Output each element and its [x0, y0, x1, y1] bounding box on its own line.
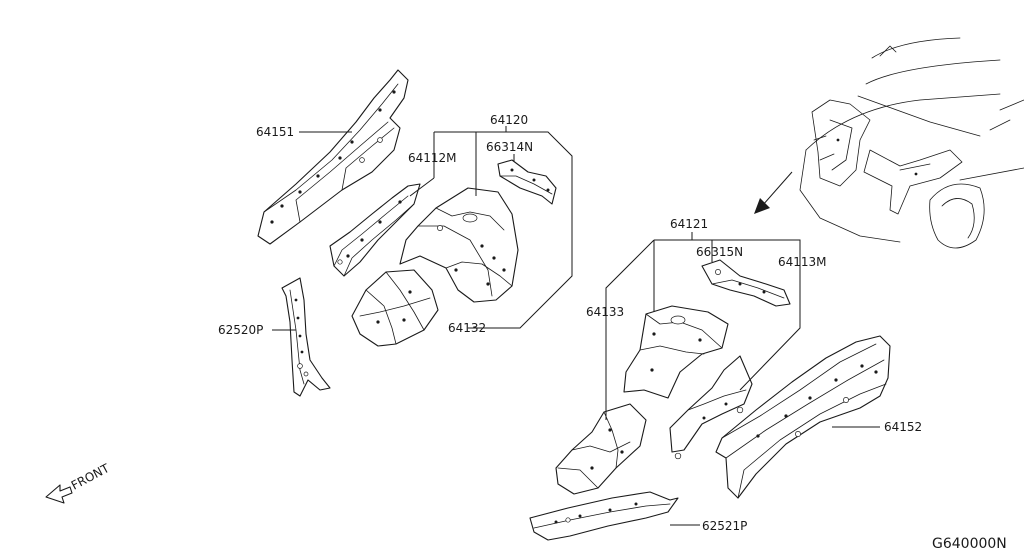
part-64133 [555, 305, 753, 495]
front-label: FRONT [69, 461, 112, 493]
label-66314N: 66314N [486, 140, 533, 154]
vehicle-locator-sketch [799, 37, 1024, 249]
part-62520P [281, 277, 331, 397]
part-64112M [329, 183, 421, 277]
diagram-code: G640000N [932, 536, 1007, 552]
part-64151 [257, 69, 409, 245]
front-direction-indicator: FRONT [45, 461, 112, 504]
view-direction-arrow [754, 171, 793, 214]
label-66315N: 66315N [696, 245, 743, 259]
part-64152 [715, 335, 891, 499]
label-62521P: 62521P [702, 519, 747, 533]
part-66314N [497, 159, 557, 205]
label-64151: 64151 [256, 125, 294, 139]
label-64113M: 64113M [778, 255, 827, 269]
label-64152: 64152 [884, 420, 922, 434]
part-62521P [529, 491, 679, 541]
label-64132: 64132 [448, 321, 486, 335]
part-64132 [351, 187, 519, 347]
label-64133: 64133 [586, 305, 624, 319]
label-64112M: 64112M [408, 151, 457, 165]
part-labels: 64151 64120 64112M 66314N 62520P 64132 6… [218, 113, 922, 533]
leader-lines [272, 126, 880, 526]
label-64121: 64121 [670, 217, 708, 231]
part-64113M [701, 259, 791, 307]
label-64120: 64120 [490, 113, 528, 127]
label-62520P: 62520P [218, 323, 263, 337]
